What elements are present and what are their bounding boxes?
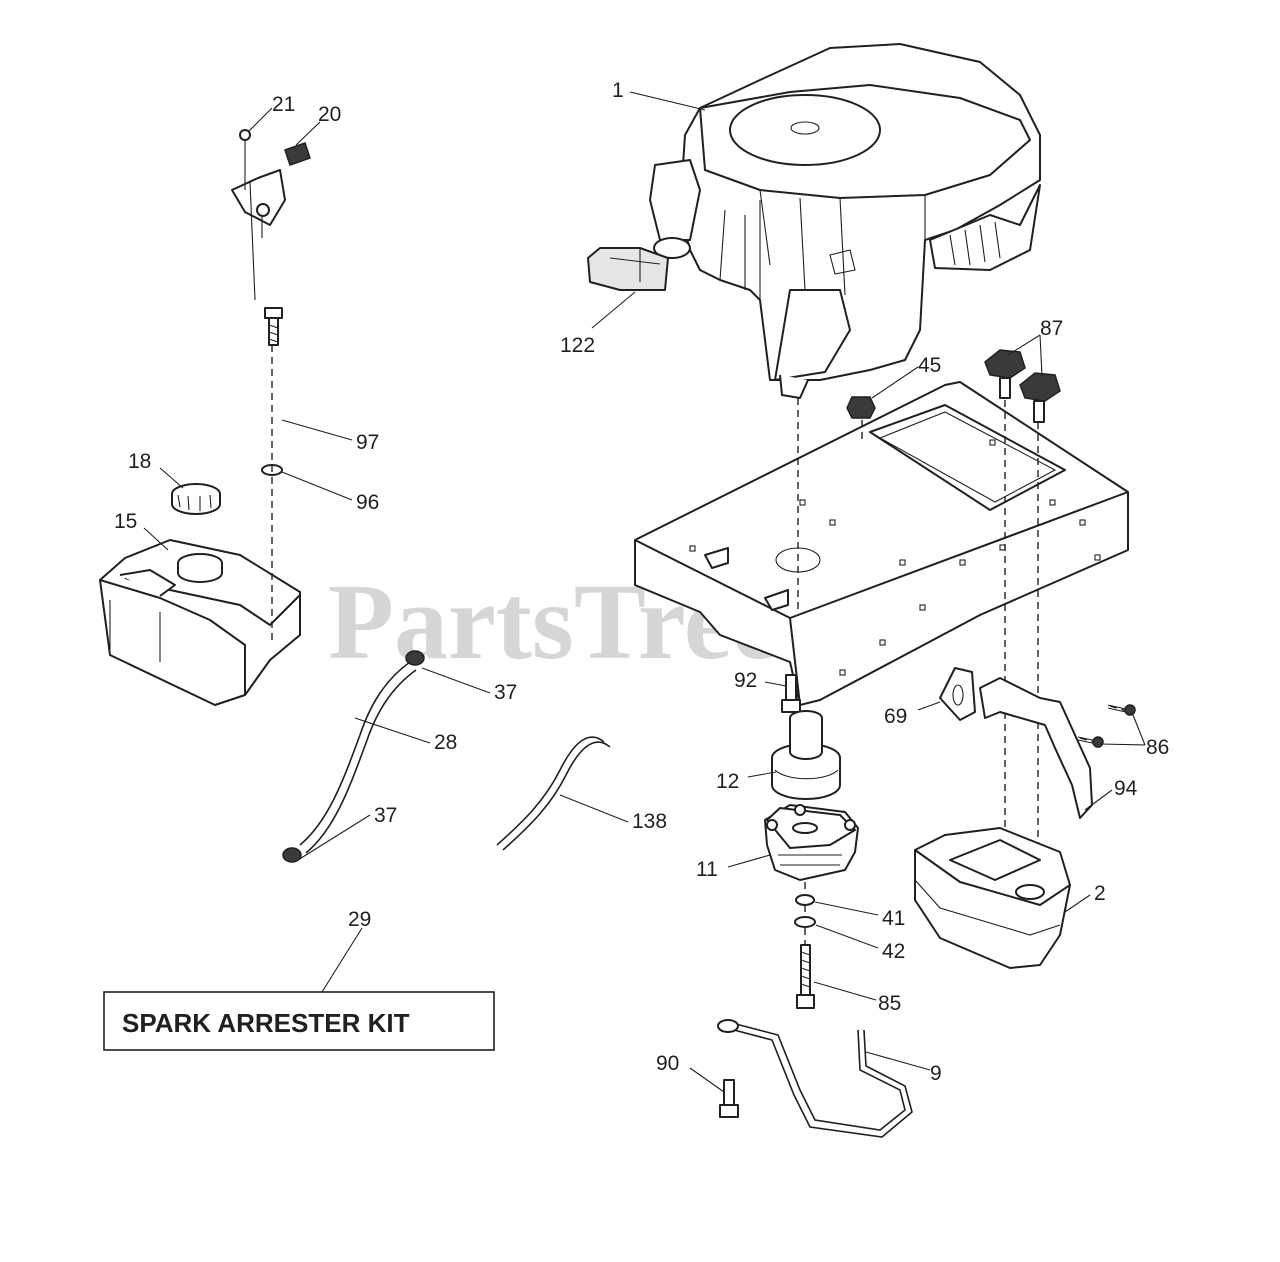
callout-29: 29 xyxy=(348,908,371,931)
part-18-fuel-cap[interactable] xyxy=(171,483,221,515)
part-97-bolt[interactable] xyxy=(264,307,283,346)
part-122-shield[interactable] xyxy=(587,247,669,291)
part-86-screws[interactable] xyxy=(1077,704,1136,748)
callout-97: 97 xyxy=(356,431,379,454)
callout-37-bottom: 37 xyxy=(374,804,397,827)
part-42-washer[interactable] xyxy=(794,916,816,928)
callout-12: 12 xyxy=(716,770,739,793)
part-69-gasket[interactable] xyxy=(939,667,976,721)
callout-90: 90 xyxy=(656,1052,679,1075)
callout-21: 21 xyxy=(272,93,295,116)
part-9-bracket-rod[interactable] xyxy=(717,1019,913,1138)
callout-87: 87 xyxy=(1040,317,1063,340)
callout-20: 20 xyxy=(318,103,341,126)
callout-45: 45 xyxy=(918,354,941,377)
part-87-bolts[interactable] xyxy=(984,349,1061,423)
spark-arrester-kit-box[interactable]: SPARK ARRESTER KIT xyxy=(103,991,495,1051)
part-41-washer[interactable] xyxy=(795,894,815,906)
callout-92: 92 xyxy=(734,669,757,692)
callout-138: 138 xyxy=(632,810,667,833)
part-45-nut[interactable] xyxy=(846,396,876,419)
callout-9: 9 xyxy=(930,1062,942,1085)
part-92-bolt[interactable] xyxy=(781,674,801,713)
part-20-control[interactable] xyxy=(231,142,311,301)
callout-11: 11 xyxy=(696,858,718,881)
callout-69: 69 xyxy=(884,705,907,728)
part-15-fuel-tank[interactable] xyxy=(99,539,301,706)
callout-122: 122 xyxy=(560,334,595,357)
leader-lines xyxy=(143,91,1146,1093)
callout-42: 42 xyxy=(882,940,905,963)
callout-86: 86 xyxy=(1146,736,1169,759)
part-37-clamp-bottom[interactable] xyxy=(282,847,302,863)
part-2-muffler[interactable] xyxy=(914,827,1071,969)
callout-labels: 1 20 21 122 87 45 97 96 18 15 37 28 37 1… xyxy=(114,79,1169,1085)
callout-96: 96 xyxy=(356,491,379,514)
part-138-hose[interactable] xyxy=(496,736,611,851)
callout-1: 1 xyxy=(612,79,624,102)
callout-28: 28 xyxy=(434,731,457,754)
part-28-fuel-line[interactable] xyxy=(299,661,417,854)
part-21-bolt[interactable] xyxy=(239,129,251,190)
part-85-bolt[interactable] xyxy=(796,944,815,1009)
part-90-bolt[interactable] xyxy=(719,1079,739,1118)
callout-15: 15 xyxy=(114,510,137,533)
spark-arrester-kit-label: SPARK ARRESTER KIT xyxy=(122,1008,410,1038)
callout-94: 94 xyxy=(1114,777,1138,800)
part-37-clamp-top[interactable] xyxy=(405,650,425,666)
callout-37-top: 37 xyxy=(494,681,517,704)
callout-85: 85 xyxy=(878,992,901,1015)
engine-part[interactable] xyxy=(649,43,1041,399)
callout-41: 41 xyxy=(882,907,905,930)
part-94-exhaust-pipe[interactable] xyxy=(979,677,1093,819)
callout-18: 18 xyxy=(128,450,151,473)
callout-2: 2 xyxy=(1094,882,1106,905)
part-11-clutch[interactable] xyxy=(764,804,859,881)
part-12-pulley[interactable] xyxy=(771,710,841,800)
